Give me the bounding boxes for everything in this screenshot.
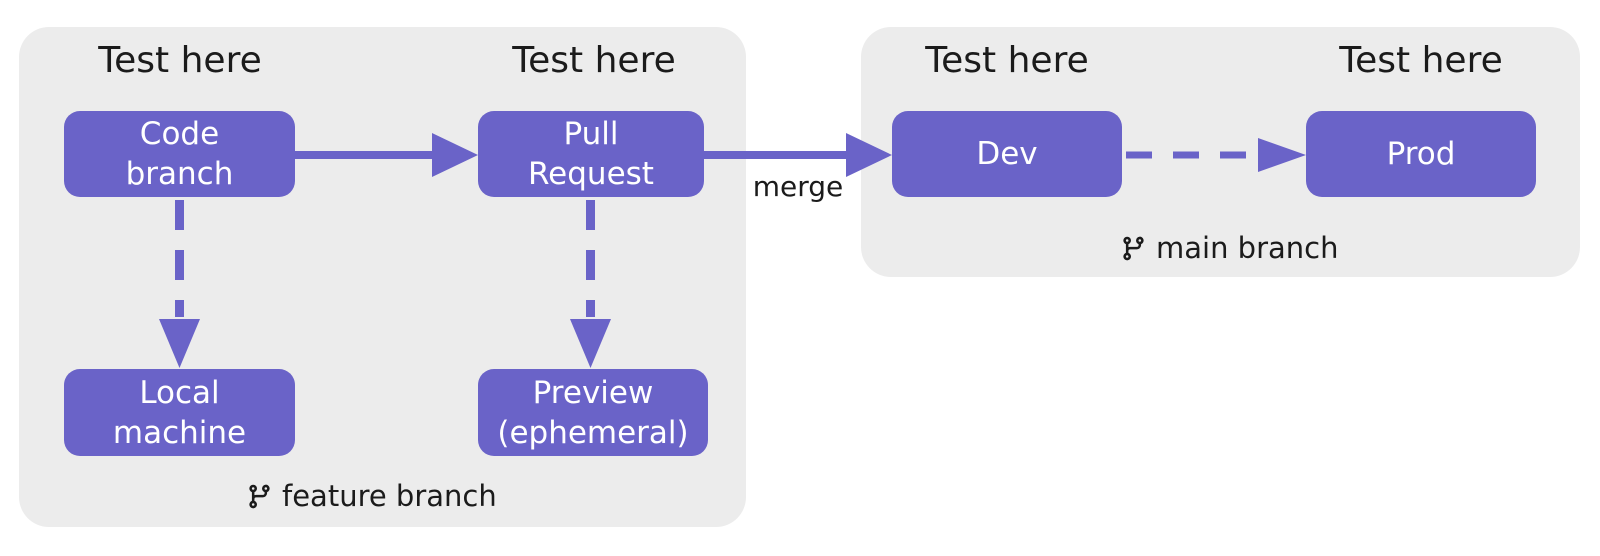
- arrow-code-branch-to-pull-request: [295, 133, 478, 177]
- node-local-machine: Local machine: [64, 369, 295, 456]
- node-prod-label: Prod: [1386, 136, 1456, 172]
- test-here-label-code-branch: Test here: [98, 40, 262, 81]
- node-preview-ephemeral: Preview (ephemeral): [478, 369, 708, 456]
- arrow-code-branch-to-local-machine-dashed: [157, 197, 202, 369]
- node-code-branch: Code branch: [64, 111, 295, 197]
- node-pull-request: Pull Request: [478, 111, 704, 197]
- git-branch-icon: [1123, 236, 1144, 260]
- feature-branch-caption: feature branch: [246, 479, 497, 513]
- node-dev: Dev: [892, 111, 1122, 197]
- node-pull-request-label: Pull Request: [528, 116, 654, 192]
- test-here-label-prod: Test here: [1339, 40, 1503, 81]
- main-branch-caption: main branch: [1120, 231, 1338, 265]
- test-here-label-pull-request: Test here: [512, 40, 676, 81]
- node-prod: Prod: [1306, 111, 1536, 197]
- feature-branch-caption-text: feature branch: [282, 479, 497, 513]
- node-preview-ephemeral-label: Preview (ephemeral): [497, 374, 689, 451]
- test-here-label-dev: Test here: [925, 40, 1089, 81]
- node-local-machine-label: Local machine: [112, 374, 247, 451]
- node-code-branch-label: Code branch: [125, 116, 234, 192]
- arrow-pull-request-to-dev: [704, 133, 892, 177]
- node-dev-label: Dev: [976, 136, 1038, 172]
- merge-edge-label: merge: [752, 170, 844, 203]
- main-branch-caption-text: main branch: [1156, 231, 1339, 265]
- arrow-pull-request-to-preview-dashed: [568, 197, 613, 369]
- git-branch-icon: [249, 484, 270, 508]
- arrow-dev-to-prod-dashed: [1122, 135, 1306, 175]
